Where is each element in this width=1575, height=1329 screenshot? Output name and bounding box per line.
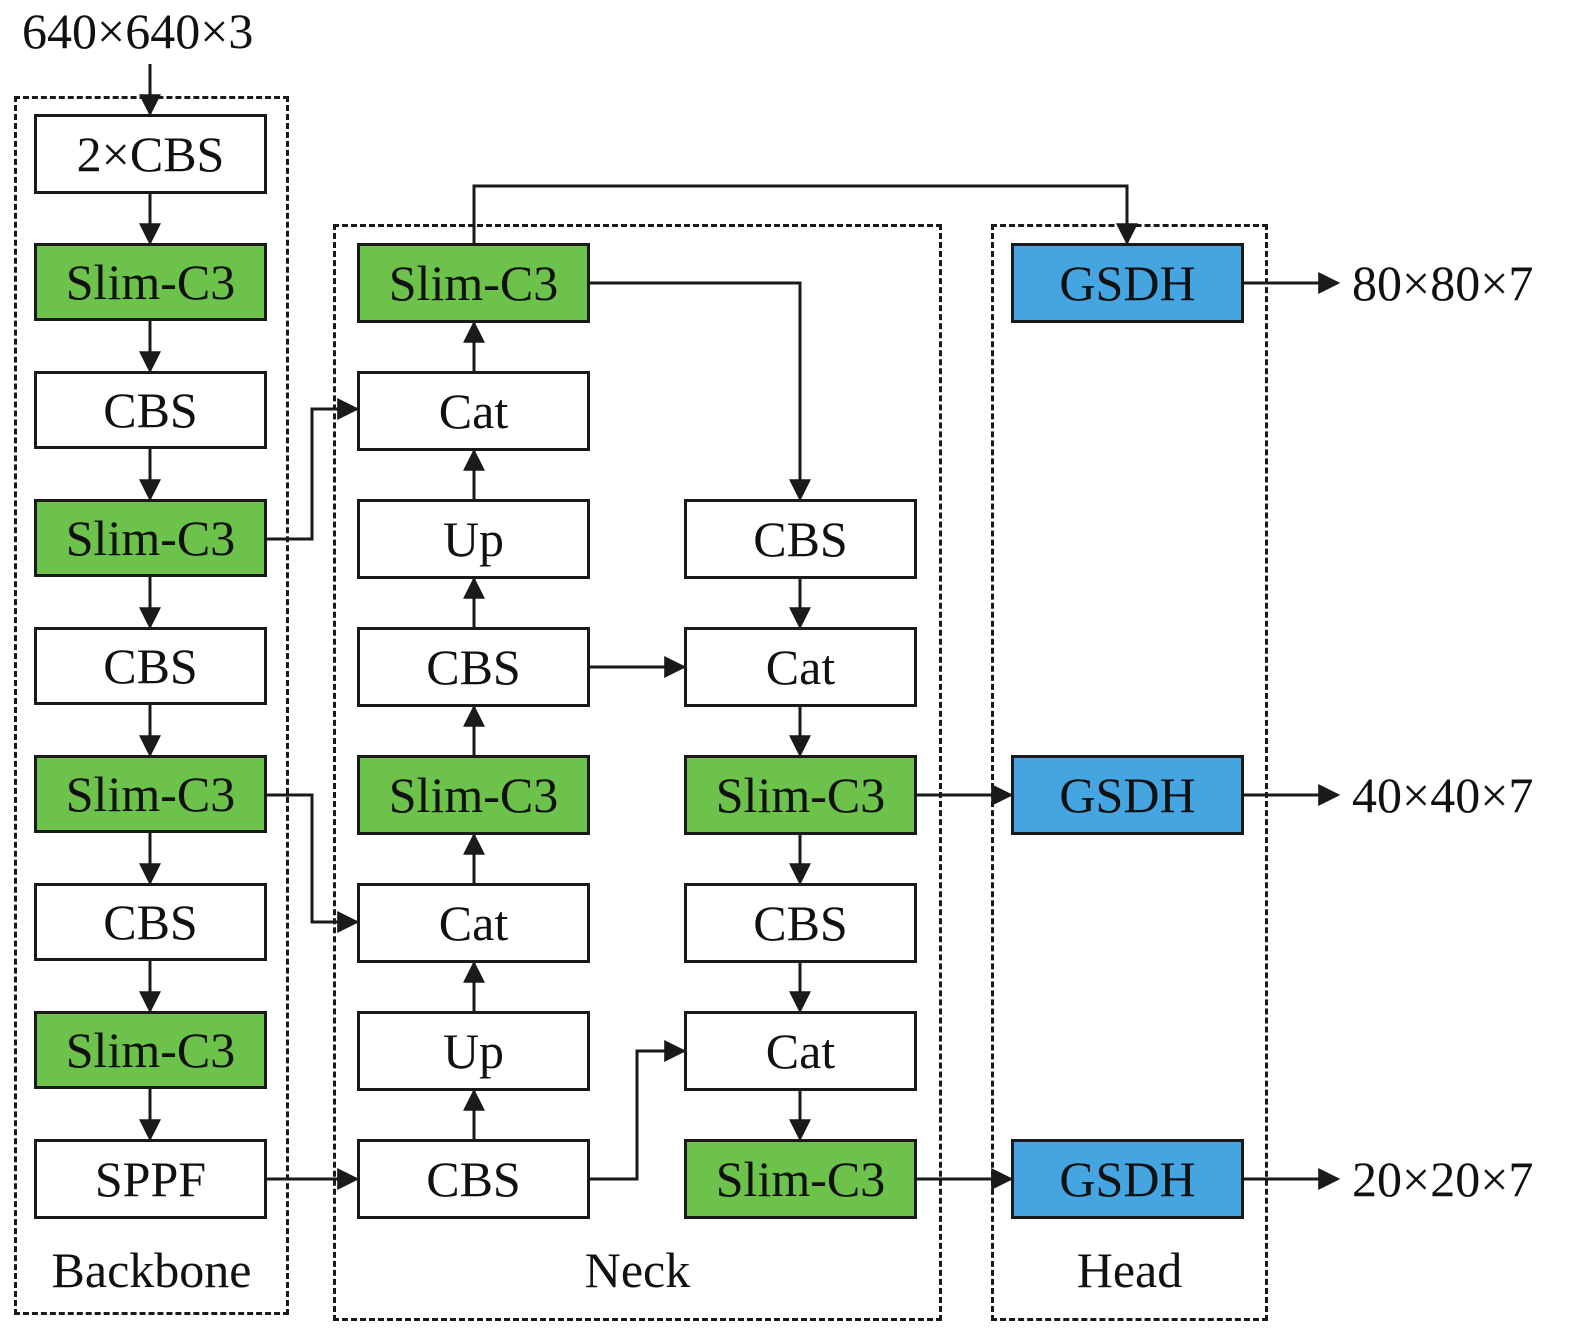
neck-up-bottom: Up [357,1011,590,1091]
neck2-cbs-bottom: CBS [684,883,917,963]
neck-cat-mid: Cat [357,883,590,963]
head-gsdh-large: GSDH [1011,243,1244,323]
backbone-cbs-1: CBS [34,371,267,449]
neck-cat-top: Cat [357,371,590,451]
output-40-label: 40×40×7 [1352,767,1534,823]
neck-label: Neck [584,1242,691,1298]
neck-cbs-mid: CBS [357,627,590,707]
neck2-cat-bottom: Cat [684,1011,917,1091]
backbone-sppf: SPPF [34,1139,267,1219]
backbone-slim-c3-4: Slim-C3 [34,1011,267,1089]
head-group [991,224,1268,1321]
backbone-label: Backbone [51,1242,252,1298]
head-label: Head [1076,1242,1183,1298]
neck2-slim-c3-bottom: Slim-C3 [684,1139,917,1219]
input-size-label: 640×640×3 [22,3,254,59]
neck-up-top: Up [357,499,590,579]
backbone-cbs-3: CBS [34,883,267,961]
head-gsdh-small: GSDH [1011,1139,1244,1219]
backbone-cbs-stem: 2×CBS [34,114,267,194]
arrow-n0-m0 [589,281,811,502]
neck2-cat-top: Cat [684,627,917,707]
neck-group [333,224,942,1321]
neck-cbs-bottom: CBS [357,1139,590,1219]
backbone-slim-c3-1: Slim-C3 [34,243,267,321]
neck2-slim-c3-mid: Slim-C3 [684,755,917,835]
output-80-label: 80×80×7 [1352,255,1534,311]
backbone-slim-c3-2: Slim-C3 [34,499,267,577]
neck2-cbs-top: CBS [684,499,917,579]
backbone-slim-c3-3: Slim-C3 [34,755,267,833]
neck-slim-c3-top: Slim-C3 [357,243,590,323]
head-gsdh-medium: GSDH [1011,755,1244,835]
backbone-group [14,96,289,1315]
arrow-n7-m4 [589,1040,687,1181]
neck-slim-c3-mid: Slim-C3 [357,755,590,835]
arrow-n0-h0 [472,184,1138,246]
output-20-label: 20×20×7 [1352,1151,1534,1207]
backbone-cbs-2: CBS [34,627,267,705]
